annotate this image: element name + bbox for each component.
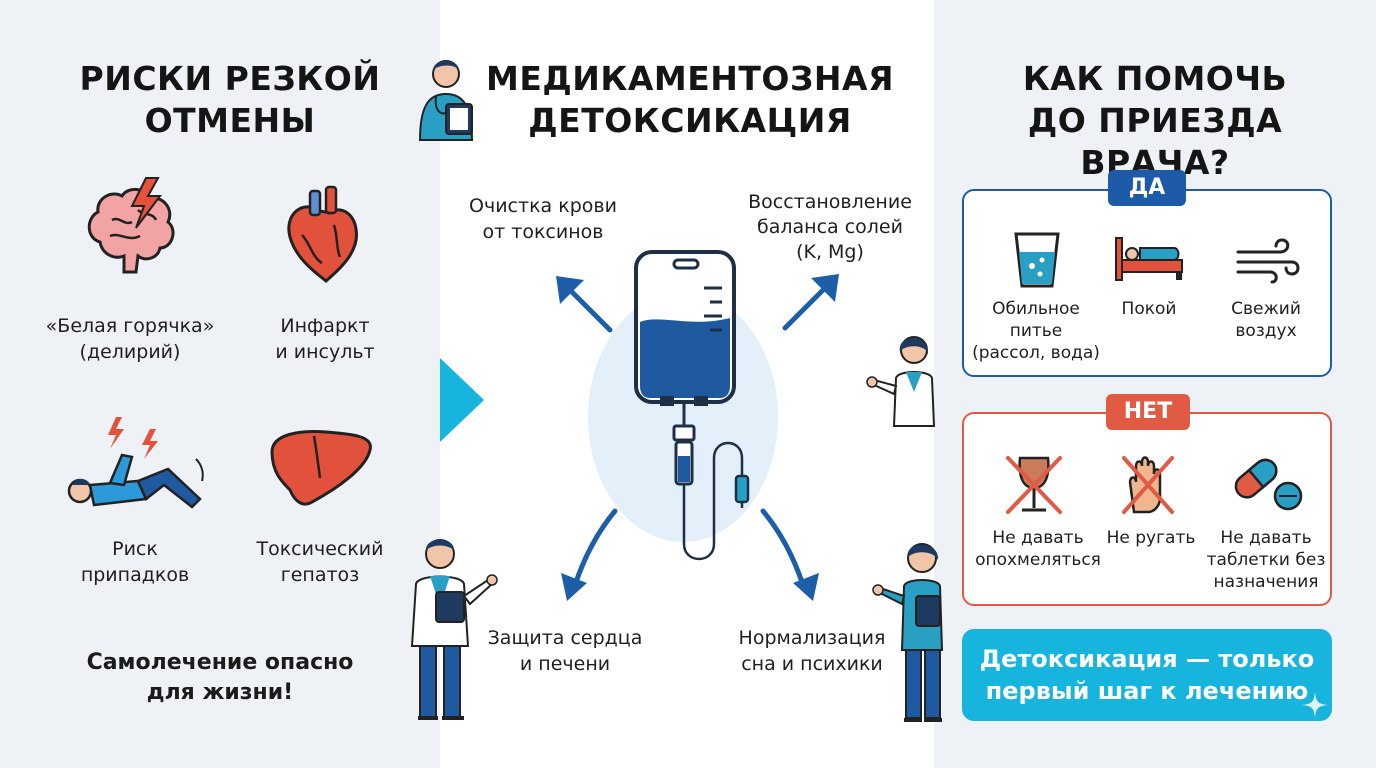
risk-label-line: гепатоз	[280, 564, 360, 586]
bed-icon	[1115, 237, 1183, 281]
risk-label-line: (делирий)	[79, 341, 181, 363]
heart-icon	[287, 185, 358, 283]
yes-item-line: Свежий	[1231, 299, 1301, 319]
risks-title-line2: ОТМЕНЫ	[144, 101, 316, 140]
male-doctor-icon	[410, 539, 498, 720]
yes-item-line: воздух	[1235, 321, 1297, 341]
risk-label-line: Риск	[112, 538, 158, 560]
crossed-wine-glass-icon	[1006, 456, 1062, 514]
no-item-line: Не давать	[1220, 528, 1312, 548]
iv-drip-bag-icon	[634, 250, 750, 561]
risk-label-line: и инсульт	[275, 341, 375, 363]
banner-line: Детоксикация — только	[979, 645, 1315, 673]
benefit-line: Восстановление	[748, 191, 912, 213]
yes-item-line: Обильное	[992, 299, 1080, 319]
warning-line: Самолечение опасно	[86, 650, 354, 675]
water-glass-icon	[1014, 232, 1060, 288]
no-item-line: опохмеляться	[975, 550, 1101, 570]
yes-item-air: Свежий воздух	[1214, 298, 1318, 342]
seizure-person-icon	[67, 417, 204, 509]
risks-title-line1: РИСКИ РЕЗКОЙ	[79, 59, 381, 98]
risk-label-line: «Белая горячка»	[45, 315, 215, 337]
no-item-line: Не ругать	[1106, 528, 1196, 548]
detox-title-line1: МЕДИКАМЕНТОЗНАЯ	[486, 59, 894, 98]
yes-item-drink: Обильное питье (рассол, вода)	[962, 298, 1110, 364]
detox-title-line2: ДЕТОКСИКАЦИЯ	[528, 101, 852, 140]
pills-icon	[1234, 458, 1303, 511]
benefit-line: Очистка крови	[469, 195, 617, 217]
benefit-line: Нормализация	[738, 627, 886, 649]
banner-line: первый шаг к лечению	[985, 677, 1309, 705]
benefit-heart-liver: Защита сердца и печени	[470, 625, 660, 677]
detox-title: МЕДИКАМЕНТОЗНАЯ ДЕТОКСИКАЦИЯ	[480, 58, 900, 142]
benefit-line: баланса солей	[757, 216, 903, 238]
no-item-line: таблетки без	[1206, 550, 1326, 570]
risk-label-line: Инфаркт	[280, 315, 370, 337]
risk-label-hepatosis: Токсический гепатоз	[240, 536, 400, 588]
female-doctor-icon	[866, 336, 936, 427]
yes-item-line: питье	[1009, 321, 1063, 341]
triangle-pointer-icon	[440, 358, 484, 442]
doctor-tablet-icon	[418, 60, 474, 141]
no-item-hangover: Не давать опохмеляться	[962, 527, 1114, 571]
liver-icon	[270, 430, 372, 506]
benefit-blood-cleansing: Очистка крови от токсинов	[448, 193, 638, 245]
risk-label-line: Токсический	[256, 538, 384, 560]
arrow-up-left-icon	[556, 276, 613, 333]
benefit-sleep-psyche: Нормализация сна и психики	[722, 625, 902, 677]
wind-icon	[1236, 238, 1300, 284]
no-badge: НЕТ	[1106, 394, 1190, 430]
benefit-line: от токсинов	[482, 221, 604, 243]
risk-label-infarct: Инфаркт и инсульт	[240, 313, 410, 365]
risks-title: РИСКИ РЕЗКОЙ ОТМЕНЫ	[60, 58, 400, 142]
no-item-line: Не давать	[992, 528, 1084, 548]
benefit-line: и печени	[519, 653, 611, 675]
self-treatment-warning: Самолечение опасно для жизни!	[60, 648, 380, 708]
arrow-up-right-icon	[782, 274, 839, 331]
detox-first-step-banner: Детоксикация — только первый шаг к лечен…	[962, 629, 1332, 721]
brain-lightning-icon	[87, 177, 175, 274]
benefit-line: (K, Mg)	[796, 241, 864, 263]
crossed-hand-icon	[1122, 456, 1174, 514]
no-item-scolding: Не ругать	[1100, 527, 1202, 549]
sparkle-icon	[1302, 692, 1328, 718]
risk-label-seizures: Риск припадков	[60, 536, 210, 588]
yes-item-line: Покой	[1121, 299, 1177, 319]
arrow-down-left-icon	[561, 508, 618, 601]
benefit-line: сна и психики	[741, 653, 883, 675]
yes-badge: ДА	[1108, 170, 1186, 206]
risk-label-delirium: «Белая горячка» (делирий)	[40, 313, 220, 365]
female-doctor-tablet-icon	[872, 543, 944, 722]
warning-line: для жизни!	[146, 680, 294, 705]
risk-label-line: припадков	[80, 564, 190, 586]
benefit-salt-balance: Восстановление баланса солей (K, Mg)	[730, 190, 930, 265]
risks-panel	[0, 0, 440, 768]
yes-item-line: (рассол, вода)	[972, 343, 1100, 363]
no-item-line: назначения	[1213, 572, 1319, 592]
help-title-line1: КАК ПОМОЧЬ	[1022, 59, 1288, 98]
arrow-down-right-icon	[760, 508, 819, 601]
help-title-line2: ДО ПРИЕЗДА ВРАЧА?	[1027, 101, 1283, 182]
benefit-line: Защита сердца	[487, 627, 643, 649]
help-title: КАК ПОМОЧЬ ДО ПРИЕЗДА ВРАЧА?	[950, 58, 1360, 184]
yes-item-rest: Покой	[1104, 298, 1194, 320]
no-item-pills: Не давать таблетки без назначения	[1202, 527, 1330, 593]
